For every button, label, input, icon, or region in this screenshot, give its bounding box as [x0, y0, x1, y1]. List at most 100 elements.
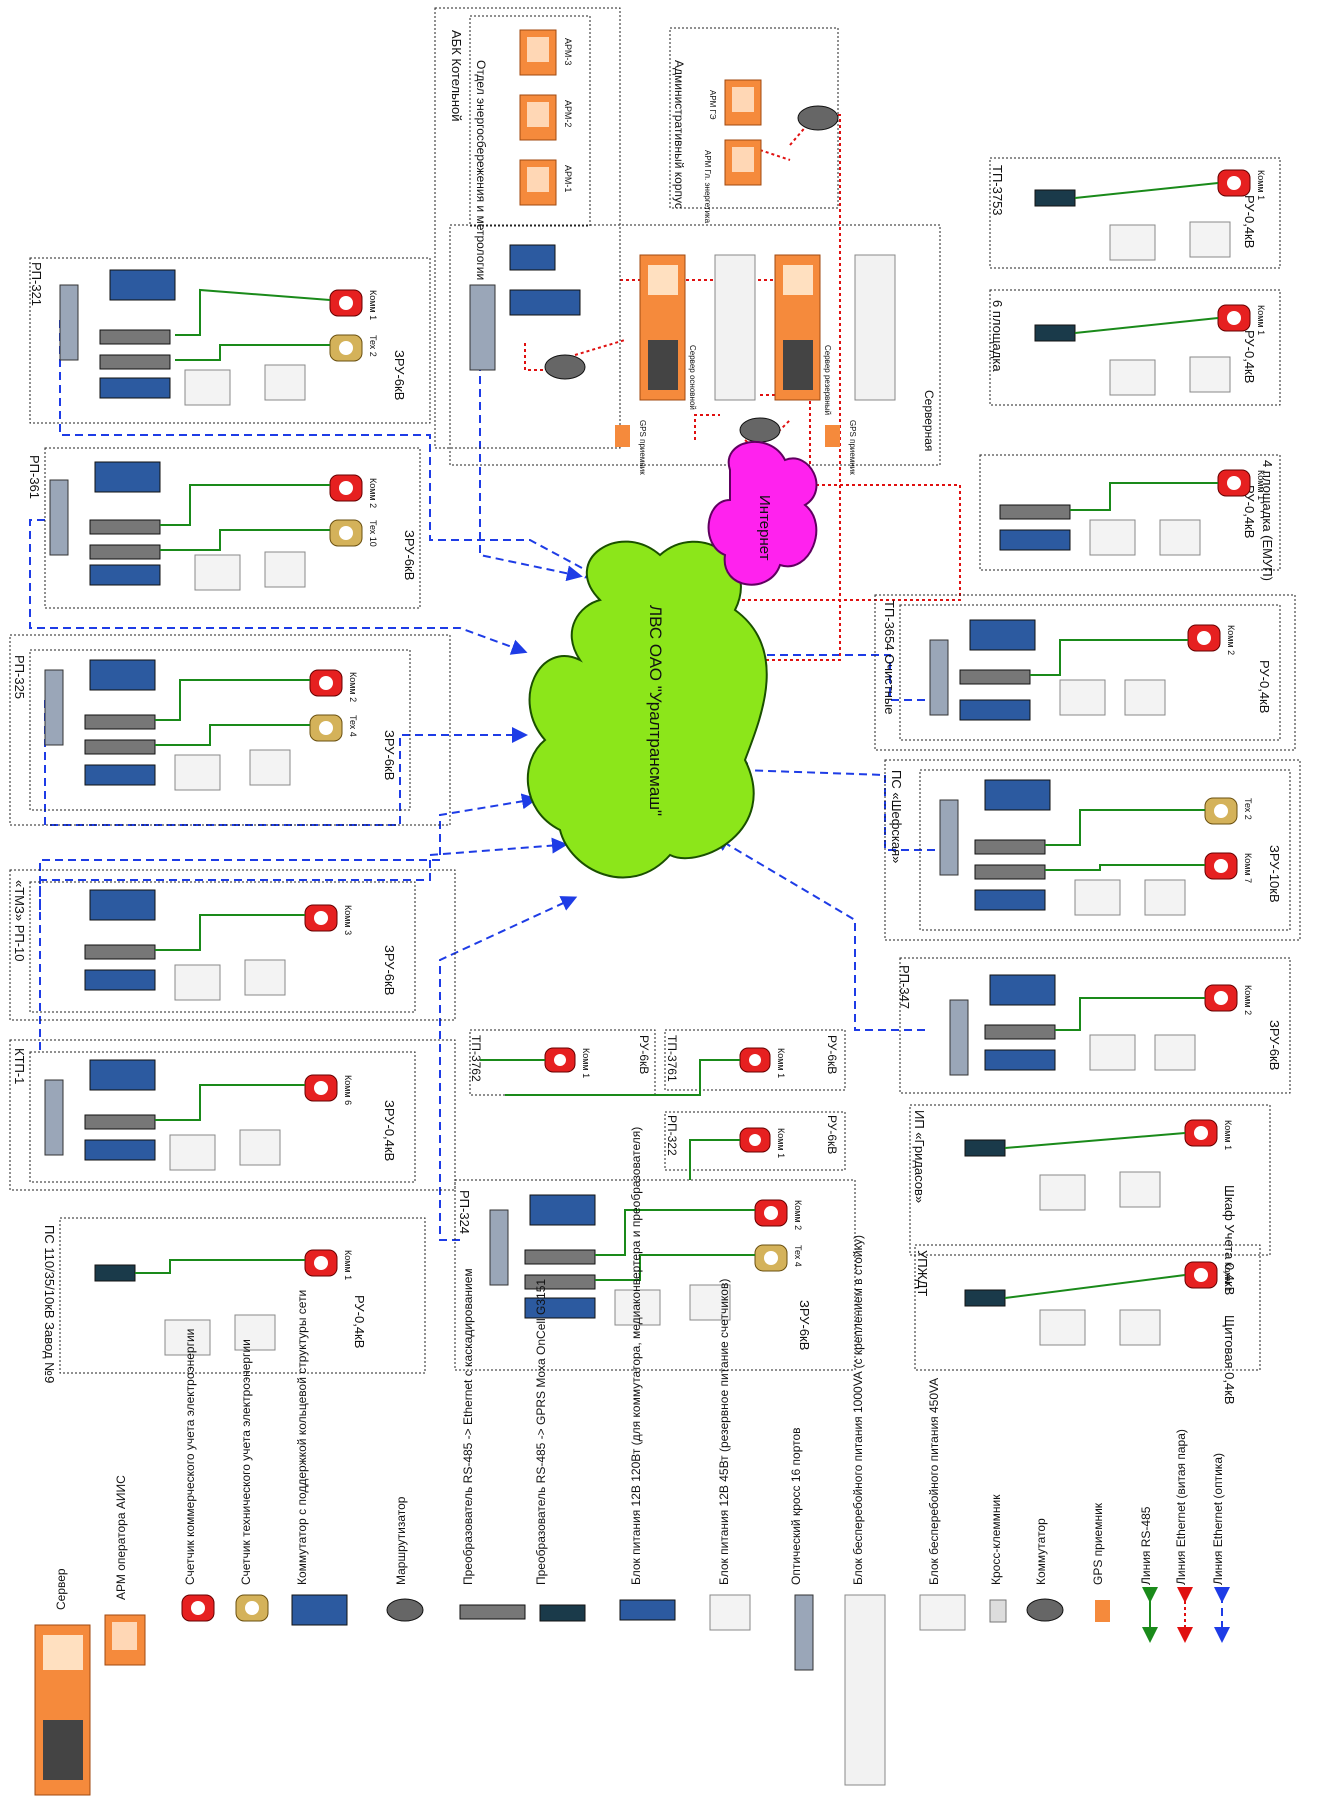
router-icon[interactable]: [739, 417, 781, 443]
ups-450-icon: [194, 554, 241, 591]
rs485-ethernet-converter-icon[interactable]: [84, 944, 156, 960]
switch-icon: [1026, 1598, 1064, 1622]
commercial-meter-icon[interactable]: [1217, 304, 1251, 332]
ring-switch-icon[interactable]: [109, 269, 176, 301]
substation-name: РП-361: [27, 455, 42, 499]
rs485-gprs-converter-icon[interactable]: [1034, 324, 1076, 342]
rs485-gprs-converter-icon[interactable]: [964, 1289, 1006, 1307]
meter-label: Комм 1: [1256, 470, 1266, 500]
substation-name: ТП-3654 Очистные: [882, 600, 897, 715]
legend-label: Счетчик технического учета электроэнерги…: [239, 1339, 253, 1585]
commercial-meter-icon[interactable]: [1217, 169, 1251, 197]
technical-meter-icon[interactable]: [309, 714, 343, 742]
substation-name: ИП «Гридасов»: [912, 1110, 927, 1203]
lan-cloud-label: ЛВС ОАО "Уралтрансмаш": [646, 605, 665, 816]
rs485-ethernet-converter-icon[interactable]: [89, 544, 161, 560]
psu-120w-icon: [999, 529, 1071, 551]
psu-45w-icon: [1154, 1034, 1196, 1071]
rs485-gprs-converter-icon: [539, 1604, 586, 1622]
rs485-gprs-converter-icon[interactable]: [1034, 189, 1076, 207]
meter-label: Комм 2: [368, 478, 378, 508]
commercial-meter-icon[interactable]: [329, 289, 363, 317]
rs485-ethernet-converter-icon[interactable]: [974, 839, 1046, 855]
commercial-meter-icon[interactable]: [1217, 469, 1251, 497]
legend-label: Маршрутизатор: [394, 1496, 408, 1585]
technical-meter-icon[interactable]: [329, 519, 363, 547]
psu-45w-icon: [1189, 356, 1231, 393]
ups-450-icon: [1059, 679, 1106, 716]
ring-switch-icon[interactable]: [89, 659, 156, 691]
gps-label-1: GPS приемник: [638, 420, 647, 475]
ring-switch-icon[interactable]: [509, 289, 581, 316]
rs485-ethernet-converter-icon[interactable]: [524, 1249, 596, 1265]
ring-switch-icon[interactable]: [89, 889, 156, 921]
admin-router-icon[interactable]: [797, 105, 839, 131]
commercial-meter-icon[interactable]: [754, 1199, 788, 1227]
router-icon[interactable]: [544, 354, 586, 380]
rs485-ethernet-converter-icon[interactable]: [524, 1274, 596, 1290]
arm-2[interactable]: АРМ-2: [519, 94, 573, 141]
server-main[interactable]: Сервер основной: [639, 254, 697, 410]
substation-name: КТП-1: [12, 1048, 27, 1084]
rs485-ethernet-converter-icon[interactable]: [959, 669, 1031, 685]
optical-patch-icon: [794, 1594, 814, 1671]
commercial-meter-icon[interactable]: [309, 669, 343, 697]
commercial-meter-icon[interactable]: [1204, 852, 1238, 880]
commercial-meter-icon[interactable]: [739, 1127, 771, 1153]
substation-name: ТП-3761: [665, 1035, 679, 1082]
technical-meter-icon[interactable]: [1204, 797, 1238, 825]
arm-3[interactable]: АРМ-3: [519, 29, 573, 76]
commercial-meter-icon[interactable]: [1187, 624, 1221, 652]
rs485-gprs-converter-icon[interactable]: [94, 1264, 136, 1282]
rs485-ethernet-converter-icon[interactable]: [999, 504, 1071, 520]
ring-switch-icon[interactable]: [94, 461, 161, 493]
ups-rack-icon: [854, 254, 896, 401]
top-block: АБК Котельной Отдел энергосбережения и м…: [434, 7, 941, 475]
commercial-meter-icon[interactable]: [544, 1047, 576, 1073]
commercial-meter-icon[interactable]: [1184, 1261, 1218, 1289]
substation-ru: РУ-0,4кВ: [1242, 330, 1257, 383]
commercial-meter-icon[interactable]: [1184, 1119, 1218, 1147]
optical-patch-icon: [59, 284, 79, 361]
ups-450-icon: [1039, 1309, 1086, 1346]
rs485-ethernet-converter-icon[interactable]: [84, 1114, 156, 1130]
ring-switch-icon[interactable]: [529, 1194, 596, 1226]
rs485-ethernet-converter-icon[interactable]: [89, 519, 161, 535]
ups-450-icon: [919, 1594, 966, 1631]
server-reserve[interactable]: Сервер резервный: [774, 254, 832, 415]
rs485-ethernet-converter-icon[interactable]: [84, 714, 156, 730]
technical-meter-icon[interactable]: [754, 1244, 788, 1272]
admin-arm-1[interactable]: АРМ Гл. энергетика: [703, 139, 762, 224]
ring-switch-icon[interactable]: [509, 244, 556, 271]
rs485-gprs-converter-icon[interactable]: [964, 1139, 1006, 1157]
commercial-meter-icon[interactable]: [1204, 984, 1238, 1012]
commercial-meter-icon[interactable]: [304, 904, 338, 932]
ups-450-icon: [1039, 1174, 1086, 1211]
optical-patch-icon: [49, 479, 69, 556]
rs485-ethernet-converter-icon[interactable]: [84, 739, 156, 755]
psu-45w-icon: [709, 1594, 751, 1631]
commercial-meter-icon[interactable]: [304, 1074, 338, 1102]
workstation-icon: [104, 1614, 146, 1666]
ring-switch-icon[interactable]: [89, 1059, 156, 1091]
technical-meter-icon[interactable]: [329, 334, 363, 362]
rs485-ethernet-converter-icon[interactable]: [984, 1024, 1056, 1040]
commercial-meter-icon[interactable]: [739, 1047, 771, 1073]
admin-arm-2[interactable]: АРМ ГЭ: [708, 79, 762, 126]
internet-cloud[interactable]: Интернет: [707, 441, 818, 586]
rs485-ethernet-converter-icon[interactable]: [99, 354, 171, 370]
ring-switch-icon[interactable]: [984, 779, 1051, 811]
legend-label: Линия Ethernet (витая пара): [1174, 1429, 1188, 1585]
meter-label: Комм 1: [776, 1128, 786, 1158]
ring-switch-icon[interactable]: [989, 974, 1056, 1006]
ring-switch-icon[interactable]: [969, 619, 1036, 651]
substation-name: «ТМЗ» РП-10: [12, 880, 27, 962]
legend-label: Кросс-клеммник: [989, 1494, 1003, 1585]
commercial-meter-icon[interactable]: [329, 474, 363, 502]
arm-1[interactable]: АРМ-1: [519, 159, 573, 206]
commercial-meter-icon[interactable]: [304, 1249, 338, 1277]
rs485-ethernet-converter-icon[interactable]: [99, 329, 171, 345]
rs485-ethernet-converter-icon[interactable]: [974, 864, 1046, 880]
lan-cloud[interactable]: ЛВС ОАО "Уралтрансмаш": [526, 540, 768, 879]
